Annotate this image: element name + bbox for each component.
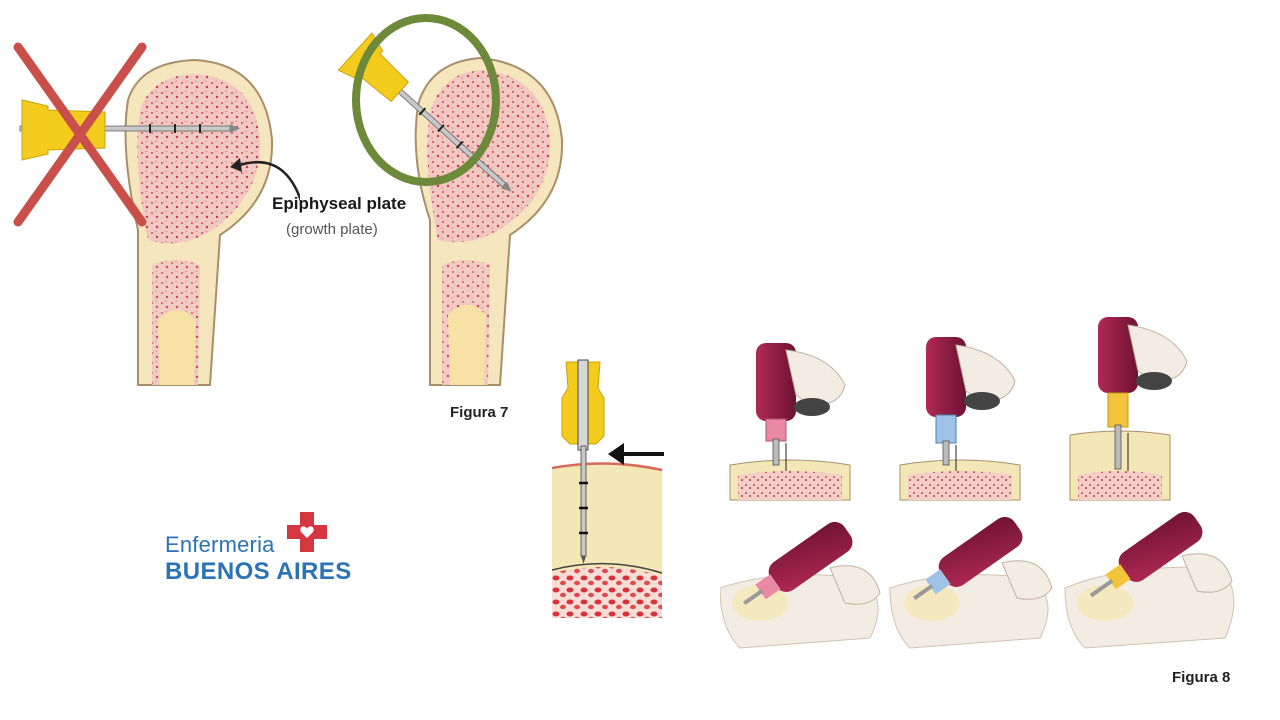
growth-plate-sublabel: (growth plate) <box>286 221 378 238</box>
bone-correct-illustration <box>337 32 564 386</box>
logo: Enfermeria BUENOS AIRES <box>165 510 385 590</box>
epiphyseal-plate-label: Epiphyseal plate <box>272 194 407 213</box>
bone-incorrect-illustration <box>19 58 300 386</box>
drill-panel-5 <box>889 516 1053 649</box>
drill-panel-2 <box>899 337 1021 501</box>
medical-cross-icon <box>287 512 327 552</box>
needle-depth-illustration <box>552 359 663 618</box>
figure-7-caption: Figura 7 <box>450 404 509 421</box>
wrong-cross-icon <box>13 42 147 227</box>
logo-line-2: BUENOS AIRES <box>165 558 352 585</box>
drill-panel-6 <box>1064 511 1235 649</box>
drill-panel-3 <box>1069 317 1188 501</box>
drill-panel-1 <box>729 343 851 501</box>
logo-line-1: Enfermeria <box>165 532 275 557</box>
drill-sequence-bottom <box>720 511 1235 649</box>
correct-circle-icon <box>352 14 500 186</box>
drill-panel-4 <box>720 521 881 649</box>
arrow-icon <box>608 443 664 465</box>
figure-8-caption: Figura 8 <box>1172 669 1231 686</box>
drill-sequence-top <box>729 317 1188 501</box>
